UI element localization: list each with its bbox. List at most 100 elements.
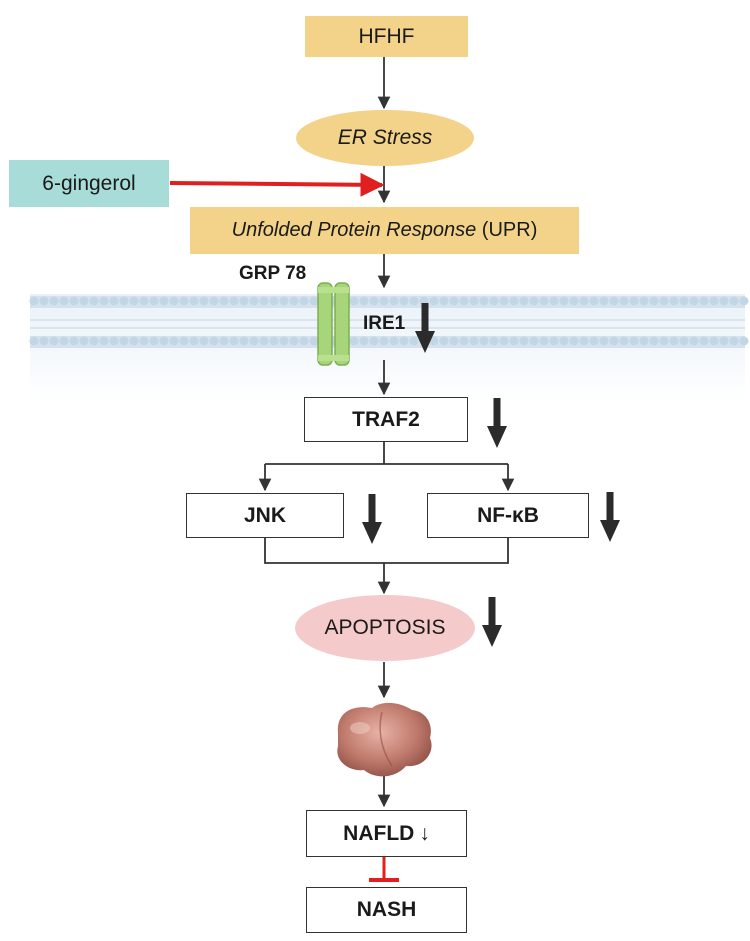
lipid-head — [279, 336, 289, 346]
lipid-head — [639, 296, 649, 306]
lipid-head — [739, 296, 749, 306]
lipid-head — [129, 296, 139, 306]
lipid-head — [699, 336, 709, 346]
lipid-head — [599, 296, 609, 306]
lipid-head — [639, 336, 649, 346]
nafld-box: NAFLD↓ — [306, 810, 467, 857]
lipid-head — [489, 296, 499, 306]
lipid-head — [589, 296, 599, 306]
nash-label: NASH — [356, 898, 417, 921]
lipid-head — [269, 296, 279, 306]
lipid-head — [99, 336, 109, 346]
lipid-head — [29, 296, 39, 306]
lipid-head — [519, 336, 529, 346]
lipid-head — [469, 336, 479, 346]
lipid-head — [619, 296, 629, 306]
lipid-head — [49, 296, 59, 306]
lipid-head — [219, 296, 229, 306]
inhibition-nafld-nash — [369, 857, 399, 882]
lipid-head — [289, 296, 299, 306]
liver-icon — [337, 702, 432, 777]
lipid-head — [179, 296, 189, 306]
lipid-head — [679, 296, 689, 306]
gingerol-box: 6-gingerol — [9, 160, 169, 207]
jnk-label: JNK — [243, 503, 286, 527]
lipid-head — [559, 336, 569, 346]
upr-italic-text: Unfolded Protein Response — [231, 219, 477, 241]
lipid-head — [709, 336, 719, 346]
lipid-head — [399, 296, 409, 306]
lipid-head — [589, 336, 599, 346]
lipid-head — [149, 336, 159, 346]
lipid-head — [519, 296, 529, 306]
apoptosis-label: APOPTOSIS — [324, 616, 446, 639]
lipid-head — [289, 336, 299, 346]
lipid-head — [199, 296, 209, 306]
lipid-head — [179, 336, 189, 346]
lipid-head — [209, 296, 219, 306]
lipid-head — [309, 296, 319, 306]
lipid-head — [489, 336, 499, 346]
er-stress-ellipse: ER Stress — [296, 110, 474, 166]
lipid-head — [559, 296, 569, 306]
lipid-head — [599, 336, 609, 346]
lipid-head — [439, 296, 449, 306]
lipid-head — [159, 296, 169, 306]
lipid-head — [429, 336, 439, 346]
down-arrow-icon — [362, 494, 382, 544]
lipid-head — [569, 336, 579, 346]
lipid-head — [389, 296, 399, 306]
down-arrow-icon — [415, 303, 435, 353]
down-arrow-icon — [482, 597, 502, 647]
lipid-head — [119, 336, 129, 346]
lipid-head — [109, 296, 119, 306]
lipid-head — [119, 296, 129, 306]
lipid-head — [609, 296, 619, 306]
lipid-head — [189, 296, 199, 306]
lipid-head — [499, 296, 509, 306]
lipid-head — [369, 336, 379, 346]
lipid-head — [209, 336, 219, 346]
lipid-head — [259, 296, 269, 306]
lipid-head — [79, 296, 89, 306]
lipid-head — [549, 296, 559, 306]
lipid-head — [629, 336, 639, 346]
lipid-head — [679, 336, 689, 346]
lipid-head — [479, 336, 489, 346]
lipid-head — [499, 336, 509, 346]
lipid-head — [169, 296, 179, 306]
lipid-head — [409, 336, 419, 346]
upr-abbr-text: (UPR) — [476, 219, 538, 241]
lipid-head — [629, 296, 639, 306]
lipid-head — [229, 296, 239, 306]
lipid-head — [169, 336, 179, 346]
lipid-head — [269, 336, 279, 346]
lipid-head — [199, 336, 209, 346]
lipid-head — [249, 296, 259, 306]
down-arrow-icon — [487, 398, 507, 448]
down-arrow-icon — [600, 492, 620, 542]
lipid-head — [309, 336, 319, 346]
upr-label: Unfolded Protein Response (UPR) — [232, 219, 538, 242]
lipid-head — [139, 336, 149, 346]
lipid-head — [29, 336, 39, 346]
hfhf-label: HFHF — [358, 24, 415, 48]
lipid-head — [59, 296, 69, 306]
traf2-box: TRAF2 — [304, 397, 468, 442]
lipid-head — [699, 296, 709, 306]
lipid-head — [539, 336, 549, 346]
lipid-head — [189, 336, 199, 346]
lipid-head — [529, 336, 539, 346]
lipid-head — [389, 336, 399, 346]
lipid-head — [59, 336, 69, 346]
lipid-head — [239, 296, 249, 306]
lipid-head — [89, 296, 99, 306]
lipid-bilayer-icon — [29, 294, 749, 404]
merge-lines — [264, 538, 509, 564]
lipid-head — [569, 296, 579, 306]
nash-box: NASH — [306, 887, 467, 933]
lipid-head — [689, 296, 699, 306]
lipid-head — [109, 336, 119, 346]
lipid-head — [359, 336, 369, 346]
lipid-head — [129, 336, 139, 346]
